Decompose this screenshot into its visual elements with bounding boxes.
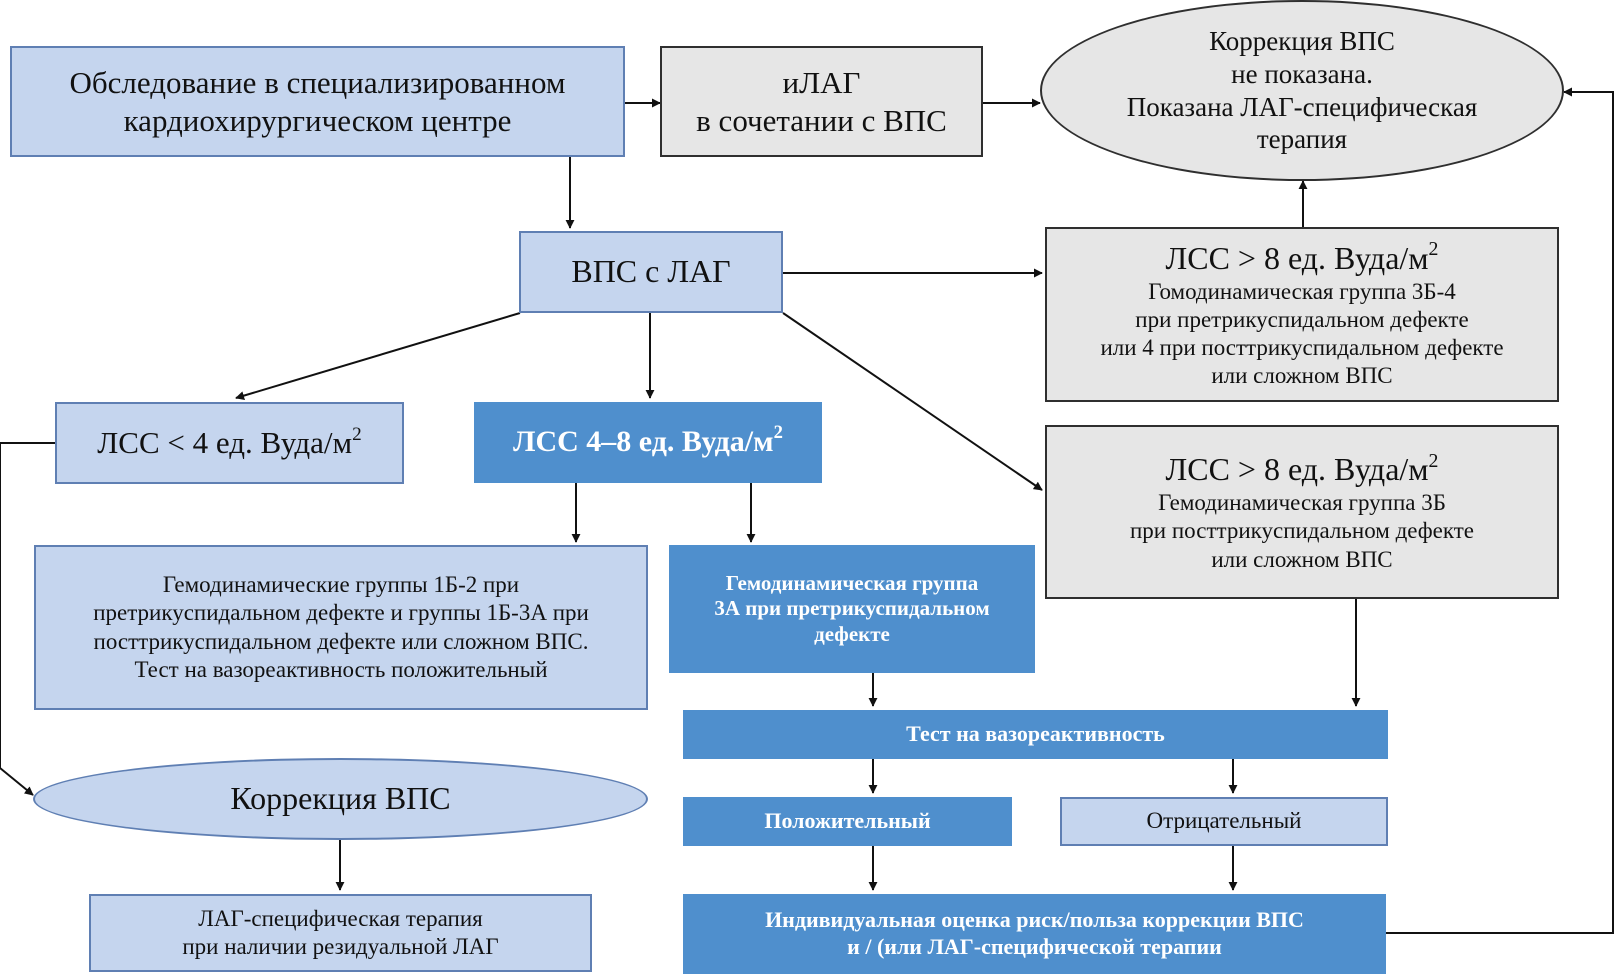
node-exam-line-2: кардиохирургическом центре — [123, 102, 512, 138]
node-pvr-4-8: ЛСС 4–8 ед. Вуда/м2 — [474, 402, 822, 483]
node-no-correction-line-1: Коррекция ВПС — [1209, 25, 1395, 56]
node-pvr-gt8-b-head-text: ЛСС > 8 ед. Вуда/м — [1165, 451, 1429, 488]
node-pvr-lt4-head: ЛСС < 4 ед. Вуда/м2 — [97, 424, 361, 462]
node-correction: Коррекция ВПС — [33, 758, 648, 840]
node-pvr-gt8-a: ЛСС > 8 ед. Вуда/м2 Гомодинамическая гру… — [1045, 227, 1559, 402]
node-group-3a-line-3: дефекте — [814, 621, 890, 646]
node-group-3a-line-2: 3А при претрикуспидальном — [714, 596, 990, 621]
node-residual-line-2: при наличии резидуальной ЛАГ — [182, 934, 499, 959]
node-groups-1b: Гемодинамические группы 1Б-2 при претрик… — [34, 545, 648, 710]
node-correction-line-1: Коррекция ВПС — [230, 780, 451, 817]
node-pvr-gt8-b-head: ЛСС > 8 ед. Вуда/м2 — [1166, 450, 1439, 489]
node-individual-line-2: и / (или ЛАГ-специфической терапии — [847, 934, 1222, 959]
node-no-correction-line-4: терапия — [1256, 124, 1348, 155]
node-pvr-gt8-b: ЛСС > 8 ед. Вуда/м2 Гемодинамическая гру… — [1045, 425, 1559, 599]
node-groups-1b-line-1: Гемодинамические группы 1Б-2 при — [162, 572, 520, 598]
node-groups-1b-line-4: Тест на вазореактивность положительный — [134, 656, 548, 682]
node-pvr-gt8-a-line-1: Гомодинамическая группа 3Б-4 — [1148, 278, 1456, 304]
node-groups-1b-line-2: претрикуспидальном дефекте и группы 1Б-3… — [93, 600, 589, 626]
node-vps-lag: ВПС с ЛАГ — [519, 231, 783, 313]
node-residual: ЛАГ-специфическая терапия при наличии ре… — [89, 894, 592, 972]
node-no-correction: Коррекция ВПС не показана. Показана ЛАГ-… — [1040, 0, 1564, 181]
node-pvr-gt8-b-head-sup: 2 — [1428, 449, 1439, 472]
node-individual: Индивидуальная оценка риск/польза коррек… — [683, 894, 1386, 974]
node-individual-line-1: Индивидуальная оценка риск/польза коррек… — [765, 907, 1304, 933]
node-exam-line-1: Обследование в специализированном — [69, 64, 566, 100]
node-negative: Отрицательный — [1060, 797, 1388, 846]
node-pvr-gt8-a-head-text: ЛСС > 8 ед. Вуда/м — [1165, 239, 1429, 276]
node-vaso-test-line-1: Тест на вазореактивность — [906, 721, 1165, 747]
node-pvr-gt8-a-line-3: или 4 при посттрикуспидальном дефекте — [1100, 335, 1504, 361]
node-exam: Обследование в специализированном кардио… — [10, 46, 625, 157]
node-vps-lag-line-1: ВПС с ЛАГ — [571, 253, 731, 290]
node-vaso-test: Тест на вазореактивность — [683, 710, 1388, 759]
node-pvr-gt8-b-line-1: Гемодинамическая группа 3Б — [1158, 490, 1446, 516]
node-pvr-lt4-head-sup: 2 — [352, 423, 362, 445]
node-pvr-gt8-b-line-3: или сложном ВПС — [1211, 546, 1393, 572]
node-positive-line-1: Положительный — [764, 808, 931, 834]
node-no-correction-line-3: Показана ЛАГ-специфическая — [1126, 91, 1478, 122]
node-pvr-gt8-a-head: ЛСС > 8 ед. Вуда/м2 — [1166, 239, 1439, 278]
node-negative-line-1: Отрицательный — [1146, 808, 1302, 834]
node-residual-line-1: ЛАГ-специфическая терапия — [198, 905, 483, 931]
node-groups-1b-line-3: посттрикуспидальном дефекте или сложном … — [93, 628, 589, 654]
node-pvr-gt8-a-line-4: или сложном ВПС — [1211, 363, 1393, 389]
node-pvr-gt8-a-line-2: при претрикуспидальном дефекте — [1135, 306, 1469, 332]
node-no-correction-line-2: не показана. — [1231, 58, 1373, 89]
node-ilag-line-2: в сочетании с ВПС — [696, 102, 947, 138]
node-group-3a: Гемодинамическая группа 3А при претрикус… — [669, 545, 1035, 673]
node-pvr-4-8-head-text: ЛСС 4–8 ед. Вуда/м — [513, 425, 774, 459]
node-ilag-line-1: иЛАГ — [782, 64, 861, 100]
node-group-3a-line-1: Гемодинамическая группа — [725, 570, 979, 595]
arrow-vps-lag-to-pvr-lt4 — [235, 312, 521, 400]
node-pvr-4-8-head: ЛСС 4–8 ед. Вуда/м2 — [513, 424, 783, 461]
node-positive: Положительный — [683, 797, 1012, 846]
node-pvr-4-8-head-sup: 2 — [773, 422, 783, 444]
node-pvr-gt8-b-line-2: при посттрикуспидальном дефекте — [1129, 518, 1474, 544]
node-pvr-lt4: ЛСС < 4 ед. Вуда/м2 — [55, 402, 404, 484]
node-pvr-gt8-a-head-sup: 2 — [1428, 238, 1439, 261]
node-ilag: иЛАГ в сочетании с ВПС — [660, 46, 983, 157]
node-pvr-lt4-head-text: ЛСС < 4 ед. Вуда/м — [97, 425, 353, 461]
